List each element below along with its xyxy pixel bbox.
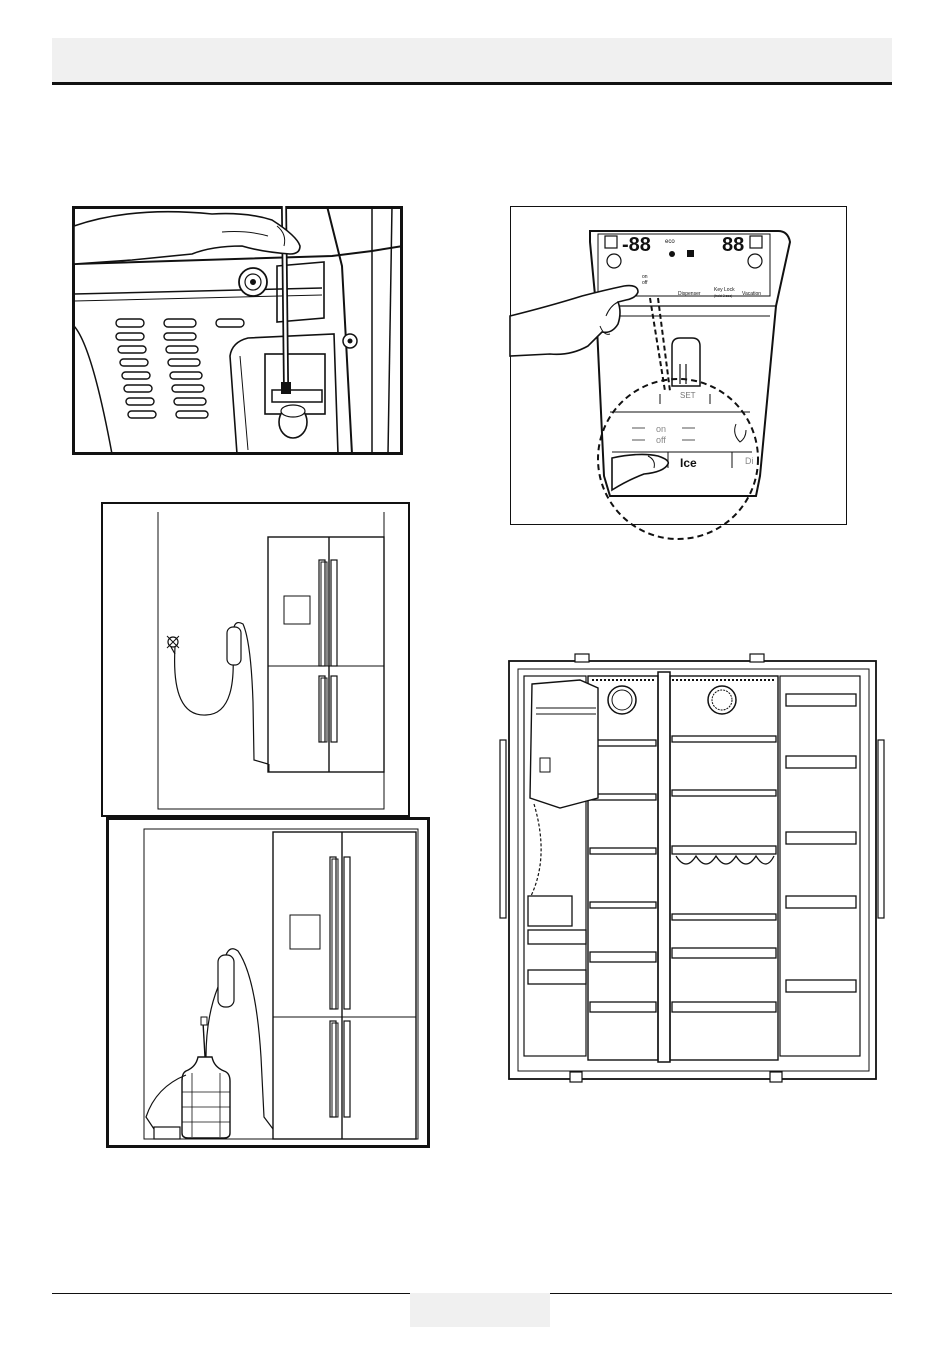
bottle-connection-illustration — [106, 817, 430, 1148]
figure-fridge-interior — [500, 658, 885, 1088]
header-bar — [52, 38, 892, 85]
eco-label: eco — [665, 239, 675, 245]
figure-fridge-bottle-connection — [106, 817, 430, 1148]
page-number-tab — [410, 1293, 550, 1327]
tap-connection-illustration — [101, 502, 410, 817]
zoom-on-label: on — [656, 424, 666, 434]
snowflake-icon — [607, 254, 621, 268]
dispenser-button[interactable]: Dispenser — [678, 291, 701, 297]
set-button[interactable]: SET — [680, 391, 696, 400]
temp-display-left: -88 — [622, 234, 651, 256]
figure-control-panel: -88 eco 88 on off Dispenser Key Lock (ho… — [510, 206, 847, 525]
key-lock-hint: (hold 3 sec) — [714, 294, 732, 298]
fridge-icon-left — [605, 236, 617, 248]
temp-display-right: 88 — [722, 234, 744, 256]
lock-indicator — [687, 250, 694, 257]
fridge-interior-illustration — [500, 658, 885, 1088]
panel-onoff-off: off — [642, 280, 648, 286]
freeze-icon — [748, 254, 762, 268]
zoom-off-label: off — [656, 435, 666, 445]
figure-rear-hose-connection — [72, 206, 403, 455]
fridge-icon-right — [750, 236, 762, 248]
key-lock-button[interactable]: Key Lock — [714, 287, 735, 293]
control-panel-illustration: -88 eco 88 on off Dispenser Key Lock (ho… — [510, 206, 847, 525]
figure-fridge-tap-connection — [101, 502, 410, 817]
vacation-button[interactable]: Vacation — [742, 291, 761, 297]
rear-hose-illustration — [72, 206, 403, 455]
ice-icon — [669, 251, 675, 257]
dispenser-mode-label: Di — [745, 456, 754, 466]
ice-button[interactable]: Ice — [680, 456, 697, 470]
